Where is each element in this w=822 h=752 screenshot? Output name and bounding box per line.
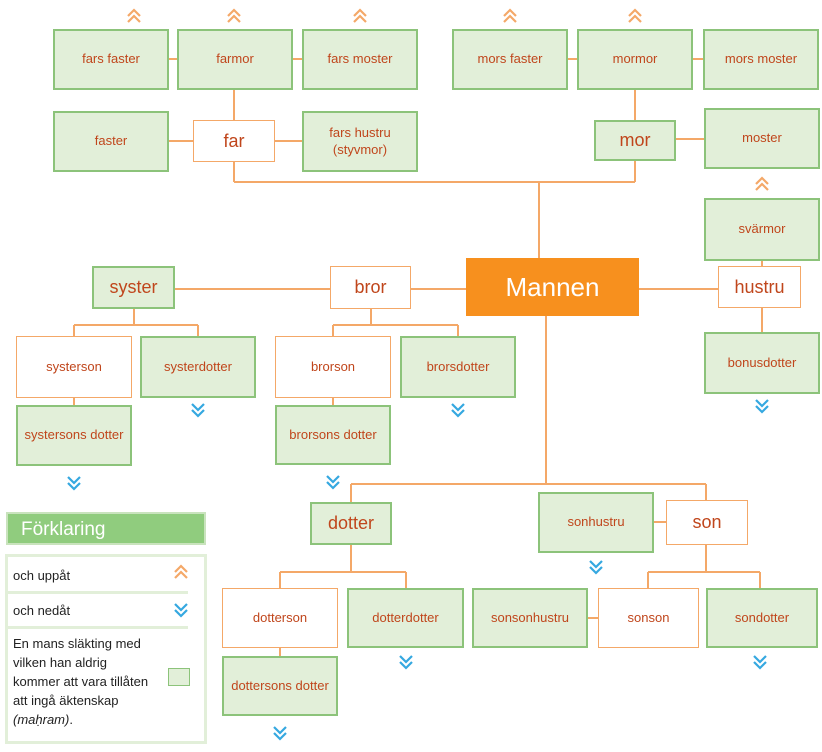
node-mors-faster: mors faster (452, 29, 568, 90)
node-sonson: sonson (598, 588, 699, 648)
node-faster: faster (53, 111, 169, 172)
legend-mahram-swatch (168, 668, 190, 686)
node-dotterdotter: dotterdotter (347, 588, 464, 648)
chevron-down-icon (589, 560, 603, 575)
node-brorsons-dotter: brorsons dotter (275, 405, 391, 465)
node-fars-faster: fars faster (53, 29, 169, 90)
chevron-down-icon (753, 655, 767, 670)
node-sonhustru: sonhustru (538, 492, 654, 553)
node-bonusdotter: bonusdotter (704, 332, 820, 394)
chevron-down-icon (451, 403, 465, 418)
node-mor: mor (594, 120, 676, 161)
chevron-up-icon (174, 564, 188, 579)
node-farmor: farmor (177, 29, 293, 90)
node-sonsonhustru: sonsonhustru (472, 588, 588, 648)
chevron-up-icon (127, 8, 141, 23)
legend-mahram-text: En mans släkting med vilken han aldrig k… (13, 636, 149, 708)
chevron-down-icon (399, 655, 413, 670)
legend-upward-label: och uppåt (13, 568, 71, 583)
node-brorsdotter: brorsdotter (400, 336, 516, 398)
node-bror: bror (330, 266, 411, 309)
node-systersons-dotter: systersons dotter (16, 405, 132, 466)
node-hustru: hustru (718, 266, 801, 308)
node-systerson: systerson (16, 336, 132, 398)
chevron-up-icon (755, 176, 769, 191)
node-mormor: mormor (577, 29, 693, 90)
legend-title: Förklaring (6, 512, 206, 545)
chevron-down-icon (67, 476, 81, 491)
chevron-down-icon (273, 726, 287, 741)
legend-divider (8, 626, 188, 629)
chevron-down-icon (191, 403, 205, 418)
legend-mahram-end: . (69, 712, 73, 727)
chevron-down-icon (174, 603, 188, 618)
legend-panel (5, 554, 207, 744)
node-far: far (193, 120, 275, 162)
node-dotterson: dotterson (222, 588, 338, 648)
node-dotter: dotter (310, 502, 392, 545)
chevron-up-icon (628, 8, 642, 23)
node-systerdotter: systerdotter (140, 336, 256, 398)
node-dottersons-dotter: dottersons dotter (222, 656, 338, 716)
node-son: son (666, 500, 748, 545)
chevron-up-icon (227, 8, 241, 23)
node-mors-moster: mors moster (703, 29, 819, 90)
chevron-down-icon (755, 399, 769, 414)
chevron-down-icon (326, 475, 340, 490)
node-moster: moster (704, 108, 820, 169)
node-sondotter: sondotter (706, 588, 818, 648)
node-mannen: Mannen (466, 258, 639, 316)
legend-mahram-term: (maḥram) (13, 712, 70, 727)
chevron-up-icon (353, 8, 367, 23)
chevron-up-icon (503, 8, 517, 23)
legend-divider (8, 591, 188, 594)
legend-downward-label: och nedåt (13, 603, 71, 618)
legend-mahram-description: En mans släkting med vilken han aldrig k… (13, 634, 153, 729)
node-fars-moster: fars moster (302, 29, 418, 90)
node-brorson: brorson (275, 336, 391, 398)
node-svarmor: svärmor (704, 198, 820, 261)
node-fars-hustru: fars hustru (styvmor) (302, 111, 418, 172)
node-syster: syster (92, 266, 175, 309)
